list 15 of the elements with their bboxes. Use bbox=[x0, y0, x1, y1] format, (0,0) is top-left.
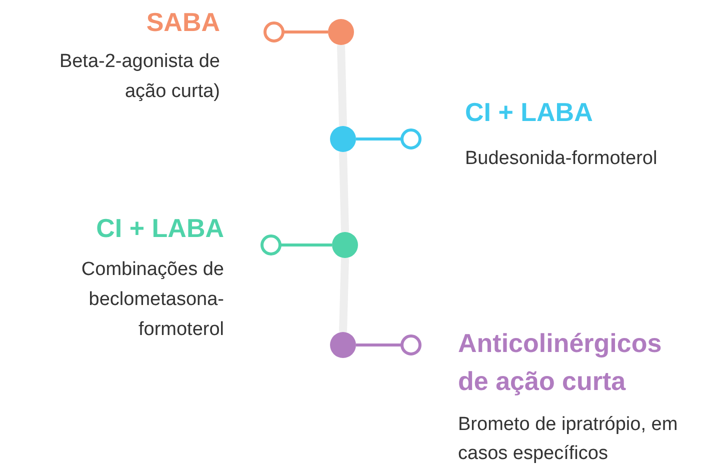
item-description: Beta-2-agonista de ação curta) bbox=[58, 50, 220, 104]
item-description: Brometo de ipratrópio, em casos específicos bbox=[458, 413, 679, 466]
connector-line bbox=[339, 258, 349, 332]
connector-line bbox=[356, 128, 422, 150]
item-description: Combinações de beclometasona-formoterol bbox=[80, 258, 224, 342]
connector-line bbox=[260, 234, 332, 256]
connector-line bbox=[339, 152, 349, 232]
item-title: SABA bbox=[146, 6, 220, 39]
item-title: CI + LABA bbox=[465, 96, 593, 129]
connector-line bbox=[264, 22, 328, 42]
item-title: CI + LABA bbox=[96, 212, 224, 245]
item-description: Budesonida-formoterol bbox=[465, 147, 658, 171]
connector-line bbox=[356, 334, 422, 356]
item-title: Anticolinérgicos de ação curta bbox=[458, 327, 663, 398]
connector-line bbox=[337, 44, 347, 126]
